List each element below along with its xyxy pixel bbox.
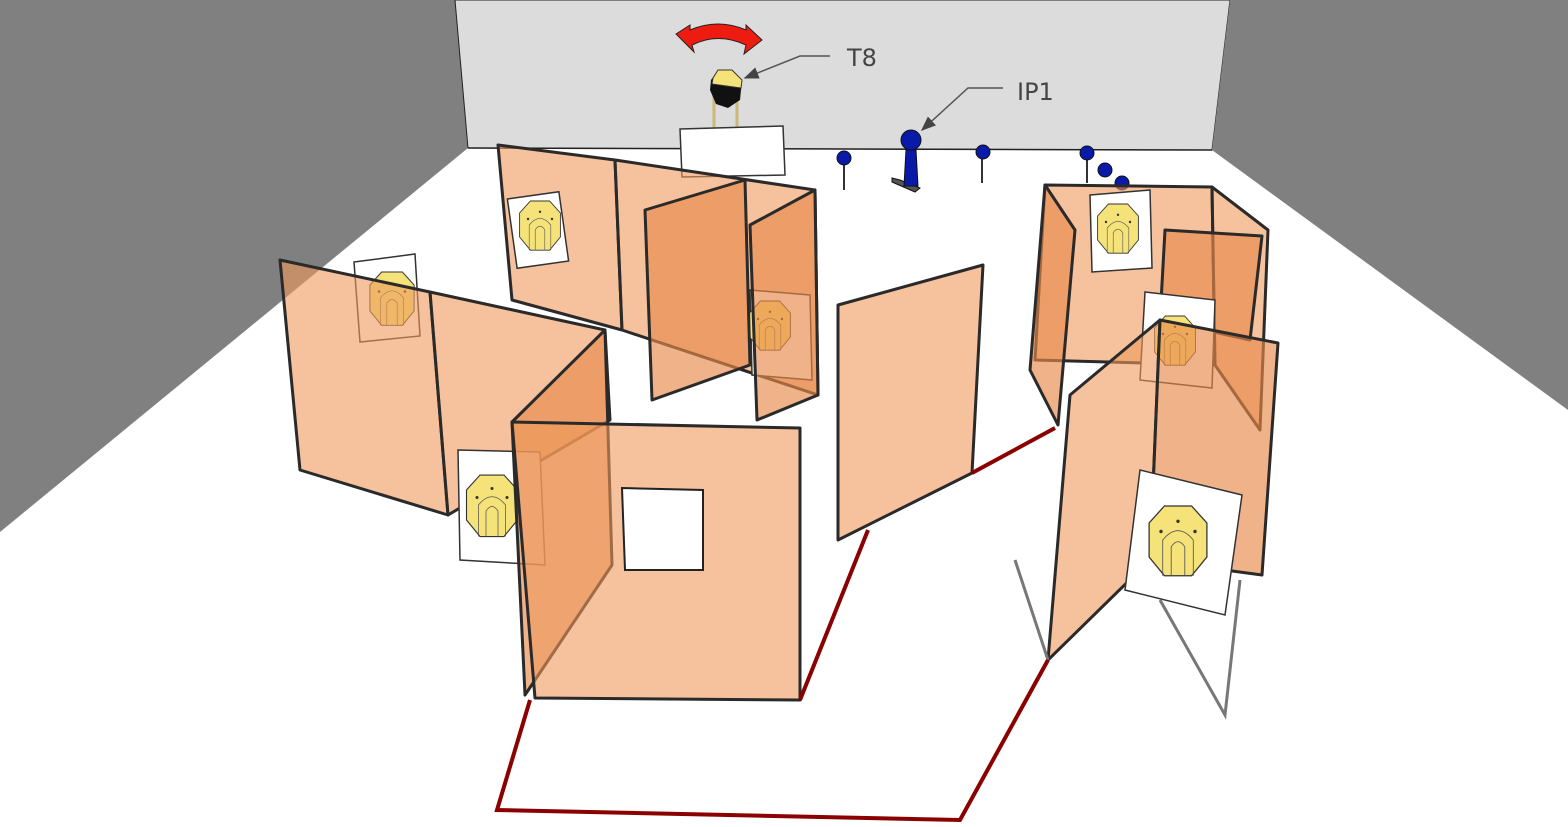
swinger-target-t8: [679, 69, 786, 178]
port-window: [620, 486, 704, 571]
barricade-back-center: [496, 143, 820, 422]
barricade-front-window: [510, 328, 802, 702]
right-wall: [1212, 0, 1568, 410]
label-t8: T8: [847, 44, 877, 72]
label-ip1: IP1: [1017, 78, 1054, 106]
back-wall: [454, 0, 1231, 151]
left-wall: [0, 0, 468, 532]
fault-lines: [494, 426, 1056, 823]
barricade-center: [836, 263, 985, 542]
swing-arrow-icon: [675, 23, 763, 56]
barricade-right: [1013, 183, 1280, 720]
